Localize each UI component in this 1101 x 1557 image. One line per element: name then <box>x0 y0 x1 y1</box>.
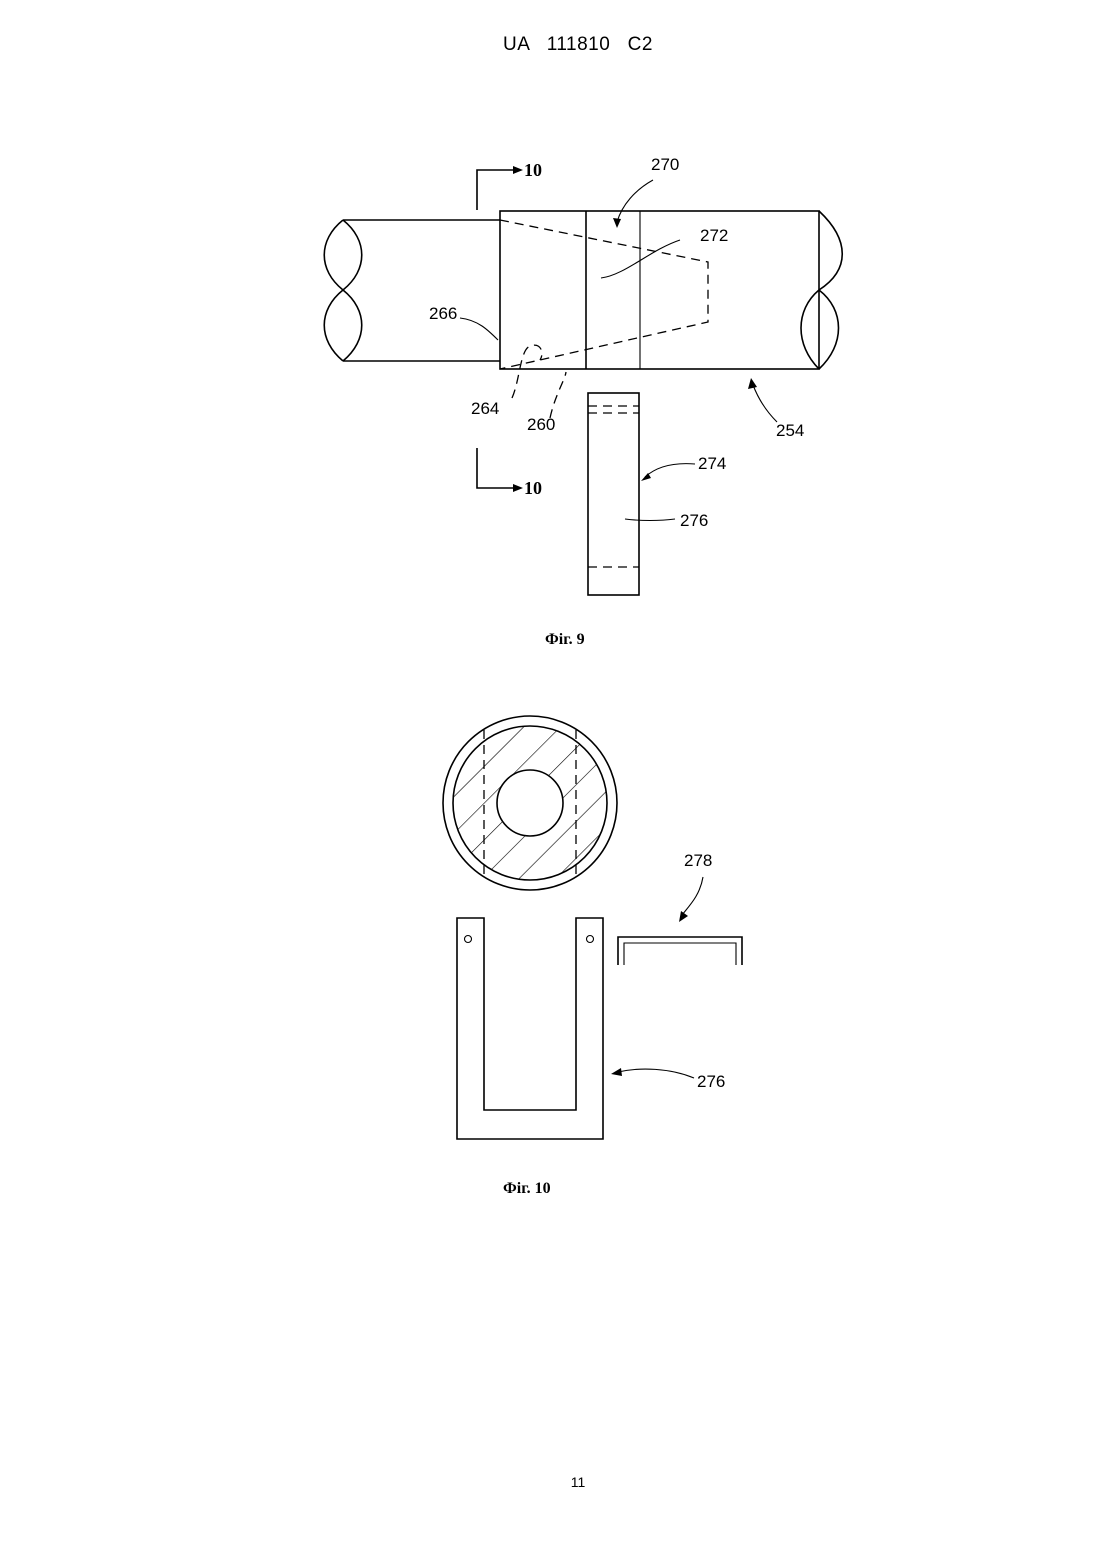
label-278: 278 <box>684 851 712 870</box>
key-insert-274 <box>588 393 639 595</box>
leader-lines-fig9 <box>460 180 777 521</box>
tapered-bore <box>500 220 708 369</box>
label-276-fig9: 276 <box>680 511 708 530</box>
section-label-top: 10 <box>524 160 542 180</box>
cross-section <box>443 716 617 890</box>
sleeve-body <box>500 211 842 369</box>
figure-9: 10 10 270 272 <box>324 155 842 648</box>
section-marker-bottom: 10 <box>477 448 542 498</box>
page-number: 11 <box>0 1474 1101 1490</box>
label-270: 270 <box>651 155 679 174</box>
label-254: 254 <box>776 421 804 440</box>
section-label-bottom: 10 <box>524 478 542 498</box>
label-276-fig10: 276 <box>697 1072 725 1091</box>
section-marker-top: 10 <box>477 160 542 210</box>
clip-278 <box>618 937 742 965</box>
label-266: 266 <box>429 304 457 323</box>
label-274: 274 <box>698 454 726 473</box>
u-clamp-276 <box>457 918 603 1139</box>
figure-10-caption: Фіг. 10 <box>503 1180 551 1197</box>
figure-10: 278 276 Фіг. 10 <box>443 716 742 1197</box>
label-260: 260 <box>527 415 555 434</box>
leader-lines-fig10 <box>611 877 703 1078</box>
figure-9-caption: Фіг. 9 <box>545 631 585 648</box>
label-272: 272 <box>700 226 728 245</box>
left-pipe <box>324 220 500 361</box>
label-264: 264 <box>471 399 499 418</box>
